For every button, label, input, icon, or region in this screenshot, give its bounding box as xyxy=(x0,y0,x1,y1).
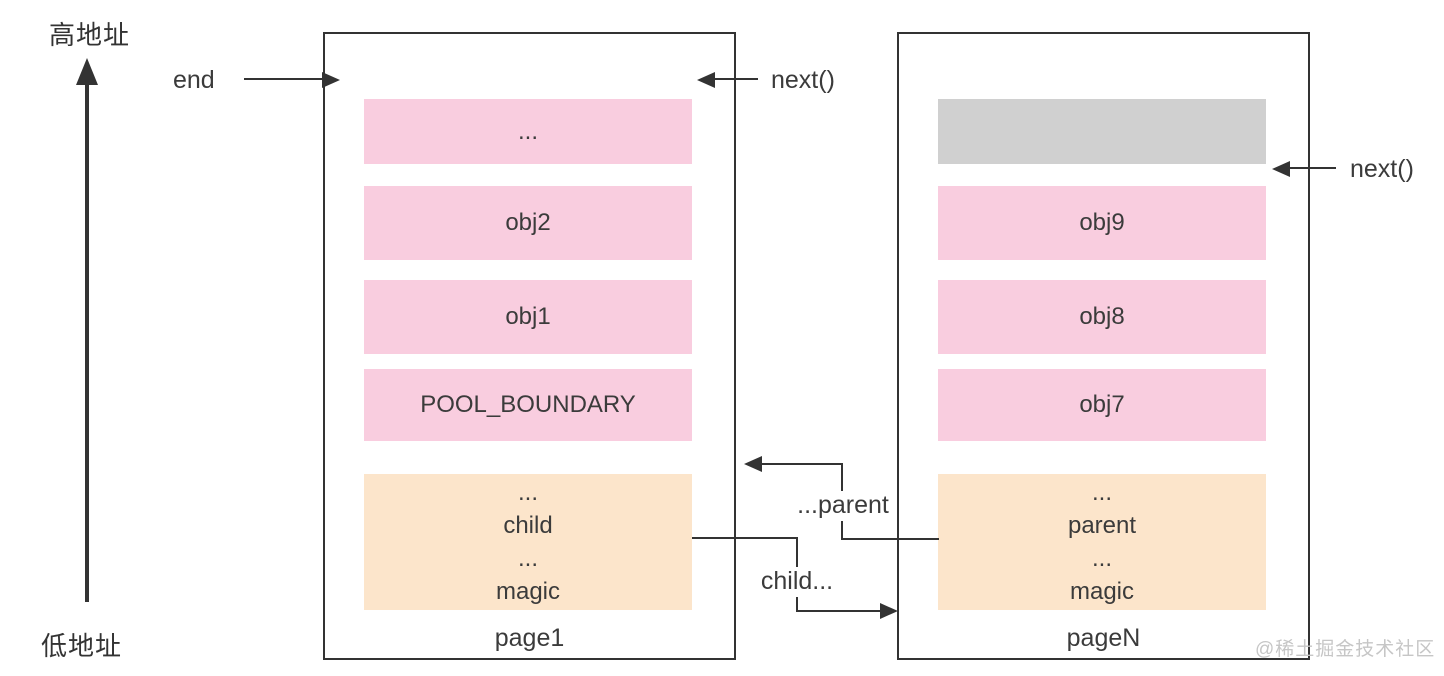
parent-pointer-label: ...parent xyxy=(789,491,897,520)
pageN-block-obj7: obj7 xyxy=(938,369,1266,441)
field-line-parent: parent xyxy=(1067,512,1137,539)
parent-line-vertical-lower xyxy=(841,521,843,540)
parent-line-bottom xyxy=(841,538,939,540)
page1-box: ... obj2 obj1 POOL_BOUNDARY ... child ..… xyxy=(323,32,736,660)
next-arrow-page1-icon xyxy=(697,72,715,88)
page1-block-obj1: obj1 xyxy=(364,280,692,354)
block-label: obj9 xyxy=(1079,209,1125,236)
site-watermark: @稀土掘金技术社区 xyxy=(1255,639,1436,660)
block-label: ... xyxy=(517,117,538,145)
end-arrow-icon xyxy=(322,72,340,88)
page1-header-block: ... child ... magic xyxy=(364,474,692,610)
block-label: obj8 xyxy=(1079,303,1125,330)
next-arrow-page1-line xyxy=(715,78,758,80)
field-line-child: child xyxy=(503,512,553,539)
low-address-label: 低地址 xyxy=(41,631,123,661)
end-pointer-label: end xyxy=(173,66,215,94)
field-line: ... xyxy=(517,545,538,572)
pageN-header-block: ... parent ... magic xyxy=(938,474,1266,610)
field-line-magic: magic xyxy=(1069,578,1135,605)
parent-arrow-icon xyxy=(744,456,762,472)
next-arrow-pageN-icon xyxy=(1272,161,1290,177)
page1-block-pool-boundary: POOL_BOUNDARY xyxy=(364,369,692,441)
parent-line-top xyxy=(762,463,843,465)
pageN-block-free xyxy=(938,99,1266,164)
block-label: obj1 xyxy=(505,303,551,330)
block-label: POOL_BOUNDARY xyxy=(420,391,636,418)
field-line: ... xyxy=(1091,479,1112,506)
pageN-title: pageN xyxy=(1066,624,1141,652)
field-line-magic: magic xyxy=(495,578,561,605)
next-arrow-pageN-line xyxy=(1290,167,1336,169)
page1-block-obj2: obj2 xyxy=(364,186,692,260)
child-line-vertical-lower xyxy=(796,597,798,612)
child-line-vertical-upper xyxy=(796,537,798,568)
address-axis-arrow-up-icon xyxy=(76,58,98,85)
next-pointer-pageN-label: next() xyxy=(1350,155,1414,183)
parent-line-vertical-upper xyxy=(841,463,843,493)
field-line: ... xyxy=(1091,545,1112,572)
field-line: ... xyxy=(517,479,538,506)
child-pointer-label: child... xyxy=(748,567,846,596)
pageN-block-obj8: obj8 xyxy=(938,280,1266,354)
pageN-block-obj9: obj9 xyxy=(938,186,1266,260)
next-pointer-page1-label: next() xyxy=(771,66,835,94)
pageN-box: obj9 obj8 obj7 ... parent ... magic page… xyxy=(897,32,1310,660)
page1-title: page1 xyxy=(494,624,565,652)
high-address-label: 高地址 xyxy=(49,20,131,50)
block-label: obj7 xyxy=(1079,391,1125,418)
block-label: obj2 xyxy=(505,209,551,236)
page1-block-ellipsis: ... xyxy=(364,99,692,164)
child-line-top xyxy=(692,537,798,539)
end-arrow-line xyxy=(244,78,324,80)
child-line-bottom xyxy=(796,610,880,612)
address-axis-line xyxy=(85,82,89,602)
child-arrow-icon xyxy=(880,603,898,619)
